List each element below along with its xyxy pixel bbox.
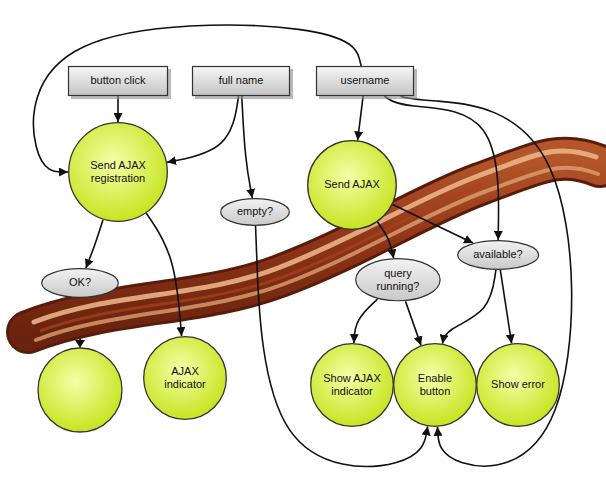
- action-circle: Send AJAX: [307, 140, 397, 230]
- node-label-group: Enable button: [405, 372, 465, 398]
- node-label: OK?: [69, 276, 91, 289]
- node-label: Send AJAX registration: [82, 159, 154, 185]
- node-label-group: Send AJAX: [324, 178, 380, 191]
- flow-connector: [167, 96, 239, 162]
- arrow-head: [75, 340, 85, 348]
- node-label: Send AJAX: [324, 178, 380, 191]
- node-label-group: query running?: [372, 267, 424, 293]
- node-label-group: AJAX indicator: [155, 365, 215, 391]
- decision-oval: query running?: [355, 258, 441, 301]
- node-label: full name: [219, 74, 264, 87]
- flow-connector: [378, 222, 394, 258]
- action-circle: Enable button: [393, 343, 477, 427]
- flow-connector: [443, 270, 496, 344]
- action-circle: Show AJAX indicator: [310, 343, 394, 427]
- flow-connector: [146, 213, 181, 336]
- decision-oval: OK?: [41, 268, 119, 298]
- flow-connector: [242, 96, 253, 198]
- node-label-group: available?: [473, 248, 523, 261]
- node-label: Enable button: [405, 372, 465, 398]
- node-label: query running?: [372, 267, 424, 293]
- flow-connector: [117, 96, 119, 122]
- node-label: Show AJAX indicator: [322, 372, 382, 398]
- input-box: button click: [68, 66, 168, 96]
- input-box: full name: [192, 66, 290, 96]
- node-label-group: Show AJAX indicator: [322, 372, 382, 398]
- node-label: available?: [473, 248, 523, 261]
- node-label-group: Send AJAX registration: [82, 159, 154, 185]
- action-circle: Send AJAX registration: [68, 122, 168, 222]
- flow-connector: [406, 301, 422, 345]
- flow-connector: [500, 270, 511, 344]
- action-circle: Show error: [476, 343, 560, 427]
- hidden-circle: [38, 348, 122, 432]
- node-label-group: OK?: [69, 276, 91, 289]
- node-label-group: button click: [90, 74, 145, 87]
- decision-oval: empty?: [220, 198, 290, 226]
- flow-connector: [358, 96, 364, 140]
- node-label-group: username: [341, 74, 390, 87]
- node-label: username: [341, 74, 390, 87]
- flow-connector: [354, 299, 378, 343]
- decision-oval: available?: [457, 240, 539, 270]
- input-box: username: [316, 66, 414, 96]
- flow-connector: [86, 220, 103, 268]
- flow-connector: [393, 204, 474, 243]
- flow-connector: [384, 96, 498, 240]
- action-circle: AJAX indicator: [143, 336, 227, 420]
- node-label-group: full name: [219, 74, 264, 87]
- node-label: Show error: [491, 378, 545, 391]
- node-label-group: Show error: [491, 378, 545, 391]
- node-label: empty?: [237, 205, 273, 218]
- node-label-group: empty?: [237, 205, 273, 218]
- node-label: AJAX indicator: [155, 365, 215, 391]
- node-label: button click: [90, 74, 145, 87]
